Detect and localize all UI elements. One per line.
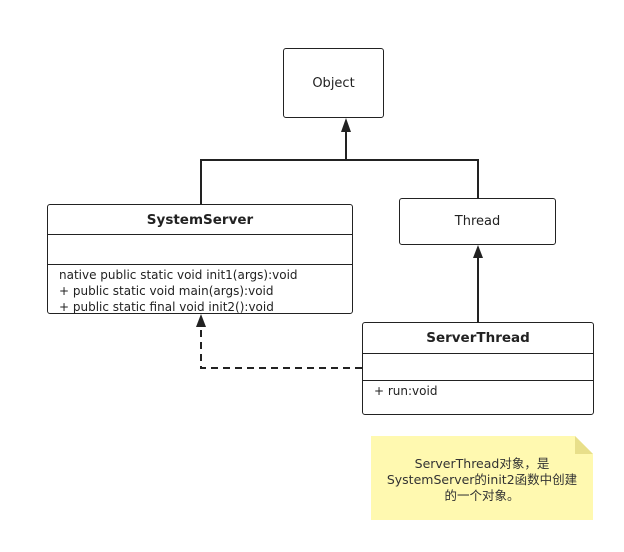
note-line-3: 的一个对象。 [444, 488, 520, 503]
class-systemserver[interactable]: SystemServer native public static void i… [47, 204, 353, 314]
arrowhead-object [341, 118, 351, 132]
class-systemserver-label: SystemServer [146, 211, 254, 228]
class-systemserver-operations: native public static void init1(args):vo… [48, 265, 352, 315]
class-thread-label: Thread [454, 214, 501, 229]
inheritance-line-systemserver-object [200, 132, 347, 204]
note-text: ServerThread对象，是 SystemServer的init2函数中创建… [371, 456, 593, 504]
operation-run: + run:void [374, 384, 438, 398]
class-serverthread-header: ServerThread [363, 323, 593, 354]
class-thread[interactable]: Thread [399, 198, 556, 245]
class-object[interactable]: Object [283, 48, 384, 118]
dependency-line-serverthread-systemserver [200, 326, 362, 369]
arrowhead-systemserver [196, 314, 206, 327]
inheritance-line-thread-object [346, 159, 479, 198]
class-systemserver-attributes [48, 235, 352, 265]
class-serverthread[interactable]: ServerThread + run:void [362, 322, 594, 415]
class-serverthread-attributes [363, 354, 593, 381]
class-serverthread-label: ServerThread [426, 330, 530, 346]
arrowhead-thread [473, 245, 483, 258]
operation-init2: + public static final void init2():void [59, 300, 274, 314]
operation-init1: native public static void init1(args):vo… [59, 268, 298, 282]
note[interactable] [371, 436, 593, 520]
class-systemserver-header: SystemServer [48, 205, 352, 235]
class-serverthread-operations: + run:void [363, 381, 593, 399]
note-line-2: SystemServer的init2函数中创建 [386, 472, 578, 487]
note-line-1: ServerThread对象，是 [414, 456, 550, 471]
operation-main: + public static void main(args):void [59, 284, 274, 298]
class-object-label: Object [312, 75, 355, 91]
